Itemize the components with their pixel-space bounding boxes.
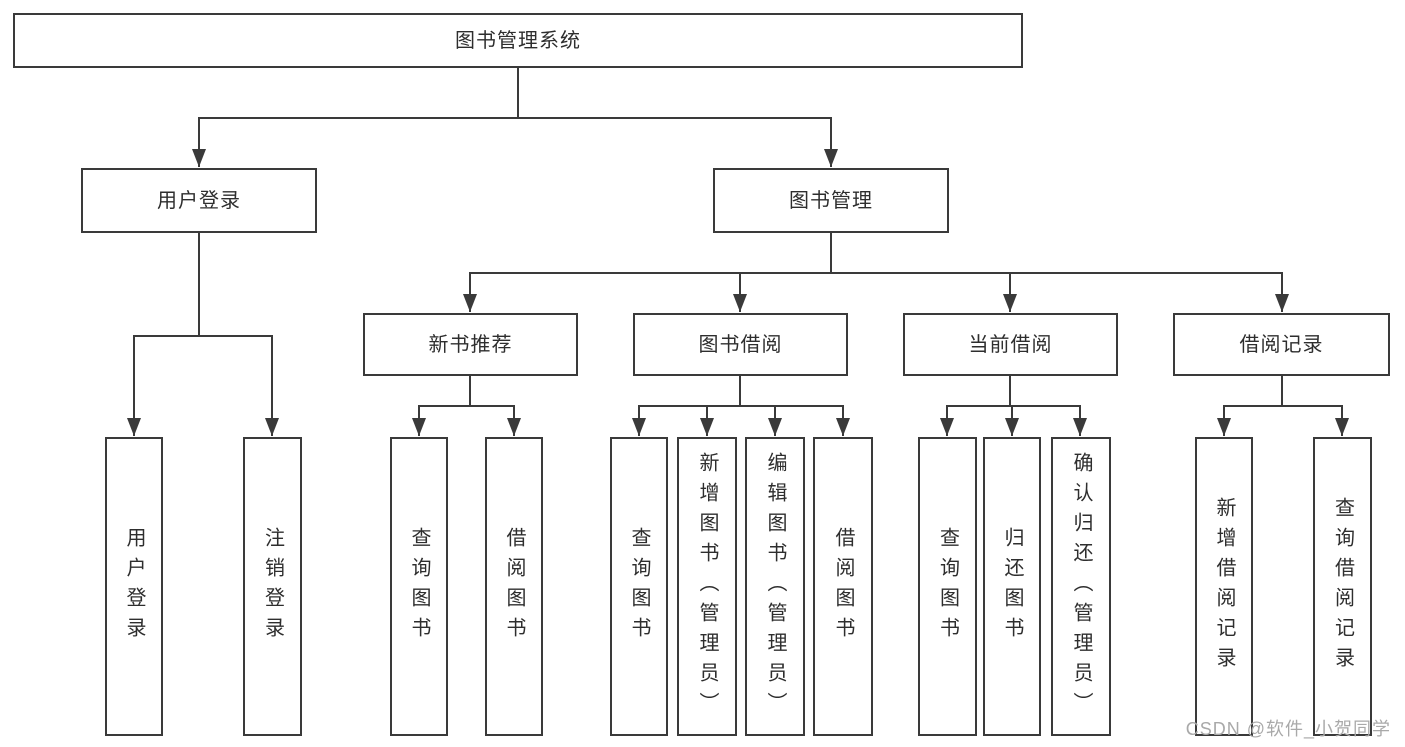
- leaf-query-books-current: 查询图书: [918, 437, 977, 736]
- leaf-logout: 注销登录: [243, 437, 302, 736]
- leaf-return-books: 归还图书: [983, 437, 1041, 736]
- leaf-query-borrow-record: 查询借阅记录: [1313, 437, 1372, 736]
- node-borrowing-records: 借阅记录: [1173, 313, 1390, 376]
- leaf-user-login: 用户登录: [105, 437, 163, 736]
- leaf-borrow-books-recommend: 借阅图书: [485, 437, 543, 736]
- node-book-management: 图书管理: [713, 168, 949, 233]
- leaf-add-borrow-record: 新增借阅记录: [1195, 437, 1253, 736]
- node-current-borrowing: 当前借阅: [903, 313, 1118, 376]
- leaf-query-books-recommend: 查询图书: [390, 437, 448, 736]
- csdn-watermark: CSDN @软件_小贺同学: [1185, 719, 1391, 739]
- node-book-borrowing: 图书借阅: [633, 313, 848, 376]
- node-new-book-recommendation: 新书推荐: [363, 313, 578, 376]
- leaf-borrow-books: 借阅图书: [813, 437, 873, 736]
- leaf-query-books-borrow: 查询图书: [610, 437, 668, 736]
- leaf-edit-books-admin: 编辑图书（管理员）: [745, 437, 805, 736]
- leaf-add-books-admin: 新增图书（管理员）: [677, 437, 737, 736]
- node-library-management-system: 图书管理系统: [13, 13, 1023, 68]
- node-user-login: 用户登录: [81, 168, 317, 233]
- leaf-confirm-return-admin: 确认归还（管理员）: [1051, 437, 1111, 736]
